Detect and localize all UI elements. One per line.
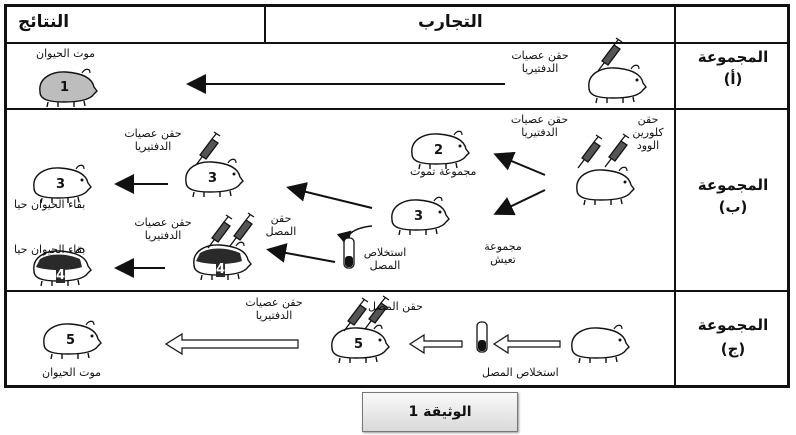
group-a-syringe-icon — [597, 37, 623, 72]
group-b-serum-inject-label: حقن المصل — [265, 212, 297, 238]
group-b-bacteria-low-label: حقن عصيات الدفتيريا — [134, 216, 192, 242]
experiments-header: التجارب — [418, 12, 483, 32]
animal-number: 3 — [208, 171, 218, 186]
group-a-injected-animal — [588, 64, 647, 104]
header-divider — [4, 42, 790, 44]
row-b-divider — [4, 290, 790, 292]
group-b-syringe-reinject-icon — [195, 131, 221, 166]
animal-number: 4 — [56, 268, 66, 283]
group-b-syringe-serum-icon — [207, 214, 233, 249]
group-a-letter: (أ) — [723, 70, 743, 88]
group-b-arrow-to-dying — [493, 151, 546, 176]
group-c-title: المجموعة — [697, 316, 769, 334]
group-b-survive-1-label: بقاء الحيوان حيا — [14, 198, 86, 211]
row-a-divider — [4, 108, 790, 110]
group-c-arrow-1 — [492, 333, 561, 355]
group-b-syringe-bacteria-2-icon — [229, 212, 255, 247]
group-c-letter: (ج) — [720, 340, 746, 358]
group-b-arrow-to-surviving — [493, 189, 546, 216]
header-column-divider — [264, 4, 266, 42]
group-c-serum-tube-icon — [476, 321, 488, 353]
animal-number: 5 — [66, 333, 76, 348]
group-c-extract-label: استخلاص المصل — [482, 366, 559, 379]
group-a-inject-label: حقن عصيات الدفتيريا — [511, 49, 569, 75]
group-b-toxin-label: حقن كلورين الوود — [632, 113, 664, 152]
group-b-surviving-label: مجموعة تعيش — [484, 240, 522, 266]
group-b-arrow-serum-injection — [266, 243, 336, 263]
group-b-title: المجموعة — [697, 176, 769, 194]
group-b-bacteria-mid-label: حقن عصيات الدفتيريا — [124, 127, 182, 153]
group-b-survive-2-label: بقاء الحيوان حيا — [14, 243, 86, 256]
group-a-result-label: موت الحيوان — [36, 47, 96, 60]
group-a-title: المجموعة — [697, 48, 769, 66]
experiment-table — [4, 4, 790, 388]
group-c-bacteria-label: حقن عصيات الدفتيريا — [245, 296, 303, 322]
group-b-arrow-to-reinjection — [286, 182, 373, 209]
group-c-result-label: موت الحيوان — [42, 366, 102, 379]
group-b-syringe-bacteria-icon — [577, 134, 603, 169]
group-b-start-animal — [576, 166, 635, 206]
group-c-syringe-bacteria-icon — [343, 297, 369, 332]
group-b-bacteria-top-label: حقن عصيات الدفتيريا — [510, 113, 569, 139]
group-c-arrow-2 — [408, 333, 463, 355]
animal-number: 2 — [434, 143, 444, 158]
group-b-extract-label: استخلاص المصل — [363, 246, 407, 272]
animal-number: 4 — [216, 262, 226, 277]
group-c-arrow-3 — [164, 332, 299, 356]
animal-number: 3 — [414, 209, 424, 224]
animal-number: 5 — [354, 337, 364, 352]
group-b-dying-label: مجموعة تموت — [410, 165, 477, 178]
group-b-serum-tube-icon — [343, 237, 355, 269]
results-header: النتائج — [18, 12, 70, 32]
group-c-start-animal — [571, 324, 630, 364]
animal-number: 3 — [56, 177, 66, 192]
group-b-letter: (ب) — [718, 198, 748, 216]
group-column-divider — [674, 4, 676, 388]
group-c-serum-inject-label: حقن المصل — [368, 300, 423, 313]
document-caption: الوثيقة 1 — [362, 392, 518, 432]
animal-number: 1 — [60, 80, 70, 95]
